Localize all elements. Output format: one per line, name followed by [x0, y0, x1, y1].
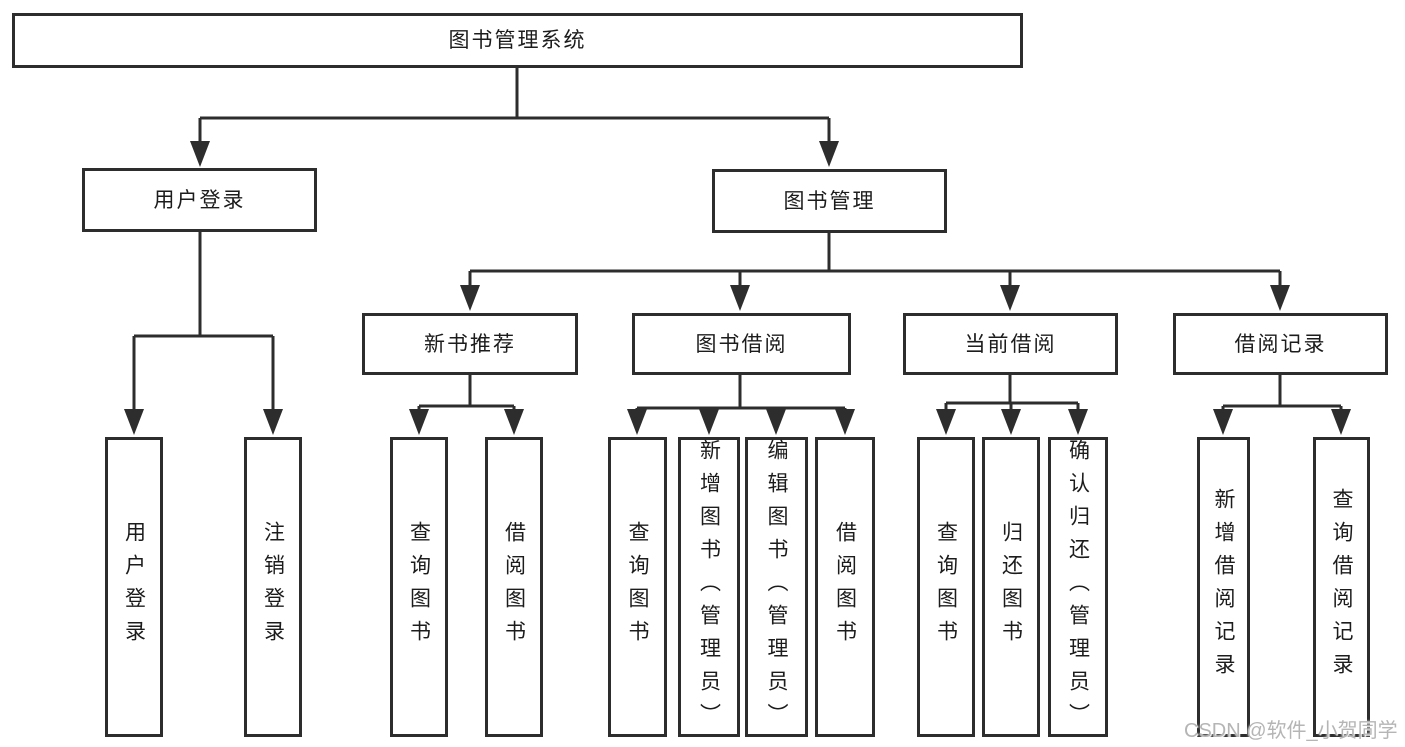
node-label: 查询图书	[626, 521, 649, 653]
leaf-query-books-3: 查询图书	[917, 437, 975, 737]
node-book-borrowing: 图书借阅	[632, 313, 851, 375]
node-book-management: 图书管理	[712, 169, 947, 233]
leaf-add-book-admin: 新增图书（管理员）	[678, 437, 740, 737]
node-label: 编辑图书（管理员）	[765, 438, 788, 736]
node-new-book-recommend: 新书推荐	[362, 313, 578, 375]
node-label: 查询图书	[407, 521, 431, 653]
leaf-logout: 注销登录	[244, 437, 302, 737]
node-current-borrowing: 当前借阅	[903, 313, 1118, 375]
node-label: 查询借阅记录	[1330, 488, 1353, 686]
node-user-login: 用户登录	[82, 168, 317, 232]
csdn-watermark: CSDN @软件_小贺同学	[1184, 720, 1398, 742]
node-borrow-records: 借阅记录	[1173, 313, 1388, 375]
leaf-query-books-1: 查询图书	[390, 437, 448, 737]
node-label: 用户登录	[153, 188, 246, 212]
leaf-query-borrow-record: 查询借阅记录	[1313, 437, 1370, 737]
node-label: 注销登录	[261, 521, 285, 653]
node-label: 新增借阅记录	[1212, 488, 1235, 686]
leaf-borrow-books-1: 借阅图书	[485, 437, 543, 737]
leaf-user-login: 用户登录	[105, 437, 163, 737]
leaf-confirm-return-admin: 确认归还（管理员）	[1048, 437, 1108, 737]
node-label: 当前借阅	[964, 332, 1057, 356]
leaf-return-books: 归还图书	[982, 437, 1040, 737]
leaf-add-borrow-record: 新增借阅记录	[1197, 437, 1250, 737]
node-label: 用户登录	[122, 521, 146, 653]
node-label: 图书管理系统	[448, 29, 587, 52]
node-label: 新书推荐	[424, 332, 516, 356]
node-label: 确认归还（管理员）	[1066, 438, 1090, 736]
node-label: 新增图书（管理员）	[697, 438, 721, 736]
node-label: 借阅图书	[833, 521, 857, 653]
leaf-edit-book-admin: 编辑图书（管理员）	[745, 437, 808, 737]
node-label: 图书管理	[783, 189, 876, 213]
node-label: 查询图书	[934, 521, 958, 653]
node-label: 借阅记录	[1234, 332, 1327, 356]
node-root-library-management-system: 图书管理系统	[12, 13, 1023, 68]
leaf-query-books-2: 查询图书	[608, 437, 667, 737]
leaf-borrow-books-2: 借阅图书	[815, 437, 875, 737]
node-label: 图书借阅	[695, 332, 788, 356]
node-label: 借阅图书	[502, 521, 526, 653]
node-label: 归还图书	[999, 521, 1023, 653]
